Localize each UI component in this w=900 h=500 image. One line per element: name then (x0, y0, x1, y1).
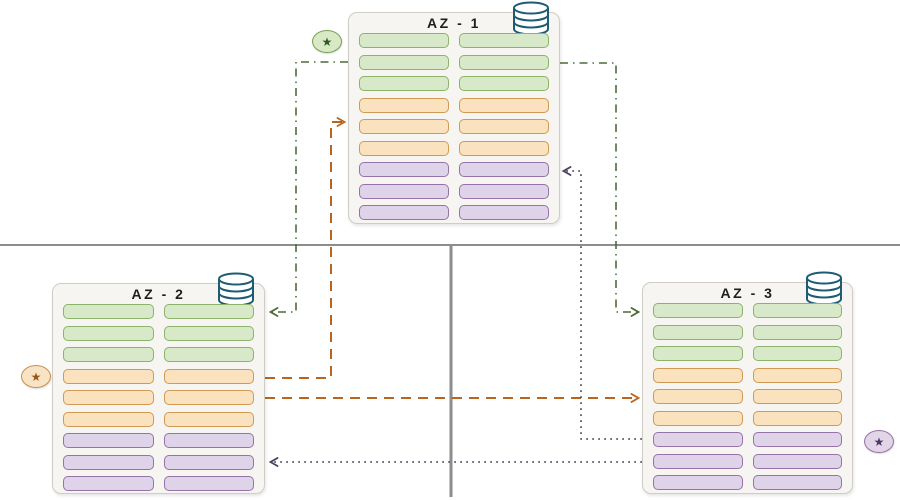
green-partition (359, 76, 449, 91)
purple-partition (459, 205, 549, 220)
green-partition (163, 304, 254, 319)
purple-partition (63, 476, 154, 491)
zone-box-1: AZ - 1 (348, 1, 560, 224)
az1-to-az3-replication (560, 62, 641, 317)
green-partition (63, 304, 154, 319)
orange-partition (752, 389, 842, 404)
database-icon (806, 271, 842, 306)
star-icon: ★ (873, 434, 885, 449)
orange-partition (653, 389, 743, 404)
zone-title: AZ - 2 (131, 286, 186, 302)
purple-partition (359, 183, 449, 199)
zone-title: AZ - 1 (427, 15, 481, 31)
purple-partition (163, 476, 254, 491)
orange-partition (163, 368, 254, 384)
purple-partition (163, 454, 254, 470)
zone-title: AZ - 3 (720, 285, 775, 301)
orange-partition (163, 390, 254, 405)
green-partition (163, 347, 254, 362)
green-star-badge: ★ (312, 30, 342, 53)
purple-partition (63, 454, 154, 470)
az1-to-az2-replication (268, 61, 348, 317)
orange-partition (459, 140, 549, 156)
green-partition (459, 76, 549, 91)
purple-partition (653, 432, 743, 447)
orange-partition (163, 411, 254, 427)
orange-partition (359, 119, 449, 134)
green-partition (459, 33, 549, 48)
partition-grid (359, 33, 549, 220)
green-partition (459, 54, 549, 70)
orange-partition (752, 410, 842, 426)
orange-partition (752, 367, 842, 383)
az2-to-az1-replication (265, 117, 347, 379)
star-icon: ★ (321, 34, 333, 49)
green-partition (359, 54, 449, 70)
orange-partition (459, 97, 549, 113)
green-partition (653, 324, 743, 340)
green-partition (63, 347, 154, 362)
orange-partition (63, 390, 154, 405)
green-partition (359, 33, 449, 48)
database-icon (513, 1, 549, 36)
purple-star-badge: ★ (864, 430, 894, 453)
purple-partition (359, 162, 449, 177)
green-partition (752, 324, 842, 340)
partition-grid (63, 304, 254, 491)
database-icon (218, 272, 254, 307)
orange-partition (653, 367, 743, 383)
orange-partition (653, 410, 743, 426)
green-partition (752, 346, 842, 361)
orange-partition (459, 119, 549, 134)
purple-partition (459, 162, 549, 177)
green-partition (653, 303, 743, 318)
green-partition (163, 325, 254, 341)
az3-to-az1-replication (561, 166, 642, 440)
purple-partition (359, 205, 449, 220)
purple-partition (653, 475, 743, 490)
orange-partition (359, 140, 449, 156)
orange-partition (359, 97, 449, 113)
purple-partition (653, 453, 743, 469)
green-partition (63, 325, 154, 341)
green-partition (653, 346, 743, 361)
purple-partition (163, 433, 254, 448)
zone-box-3: AZ - 3 (642, 271, 853, 494)
zone-box-2: AZ - 2 (52, 272, 265, 494)
partition-grid (653, 303, 842, 490)
purple-partition (63, 433, 154, 448)
purple-partition (752, 453, 842, 469)
purple-partition (459, 183, 549, 199)
green-partition (752, 303, 842, 318)
orange-star-badge: ★ (21, 365, 51, 388)
orange-partition (63, 411, 154, 427)
orange-partition (63, 368, 154, 384)
purple-partition (752, 475, 842, 490)
star-icon: ★ (30, 369, 42, 384)
purple-partition (752, 432, 842, 447)
